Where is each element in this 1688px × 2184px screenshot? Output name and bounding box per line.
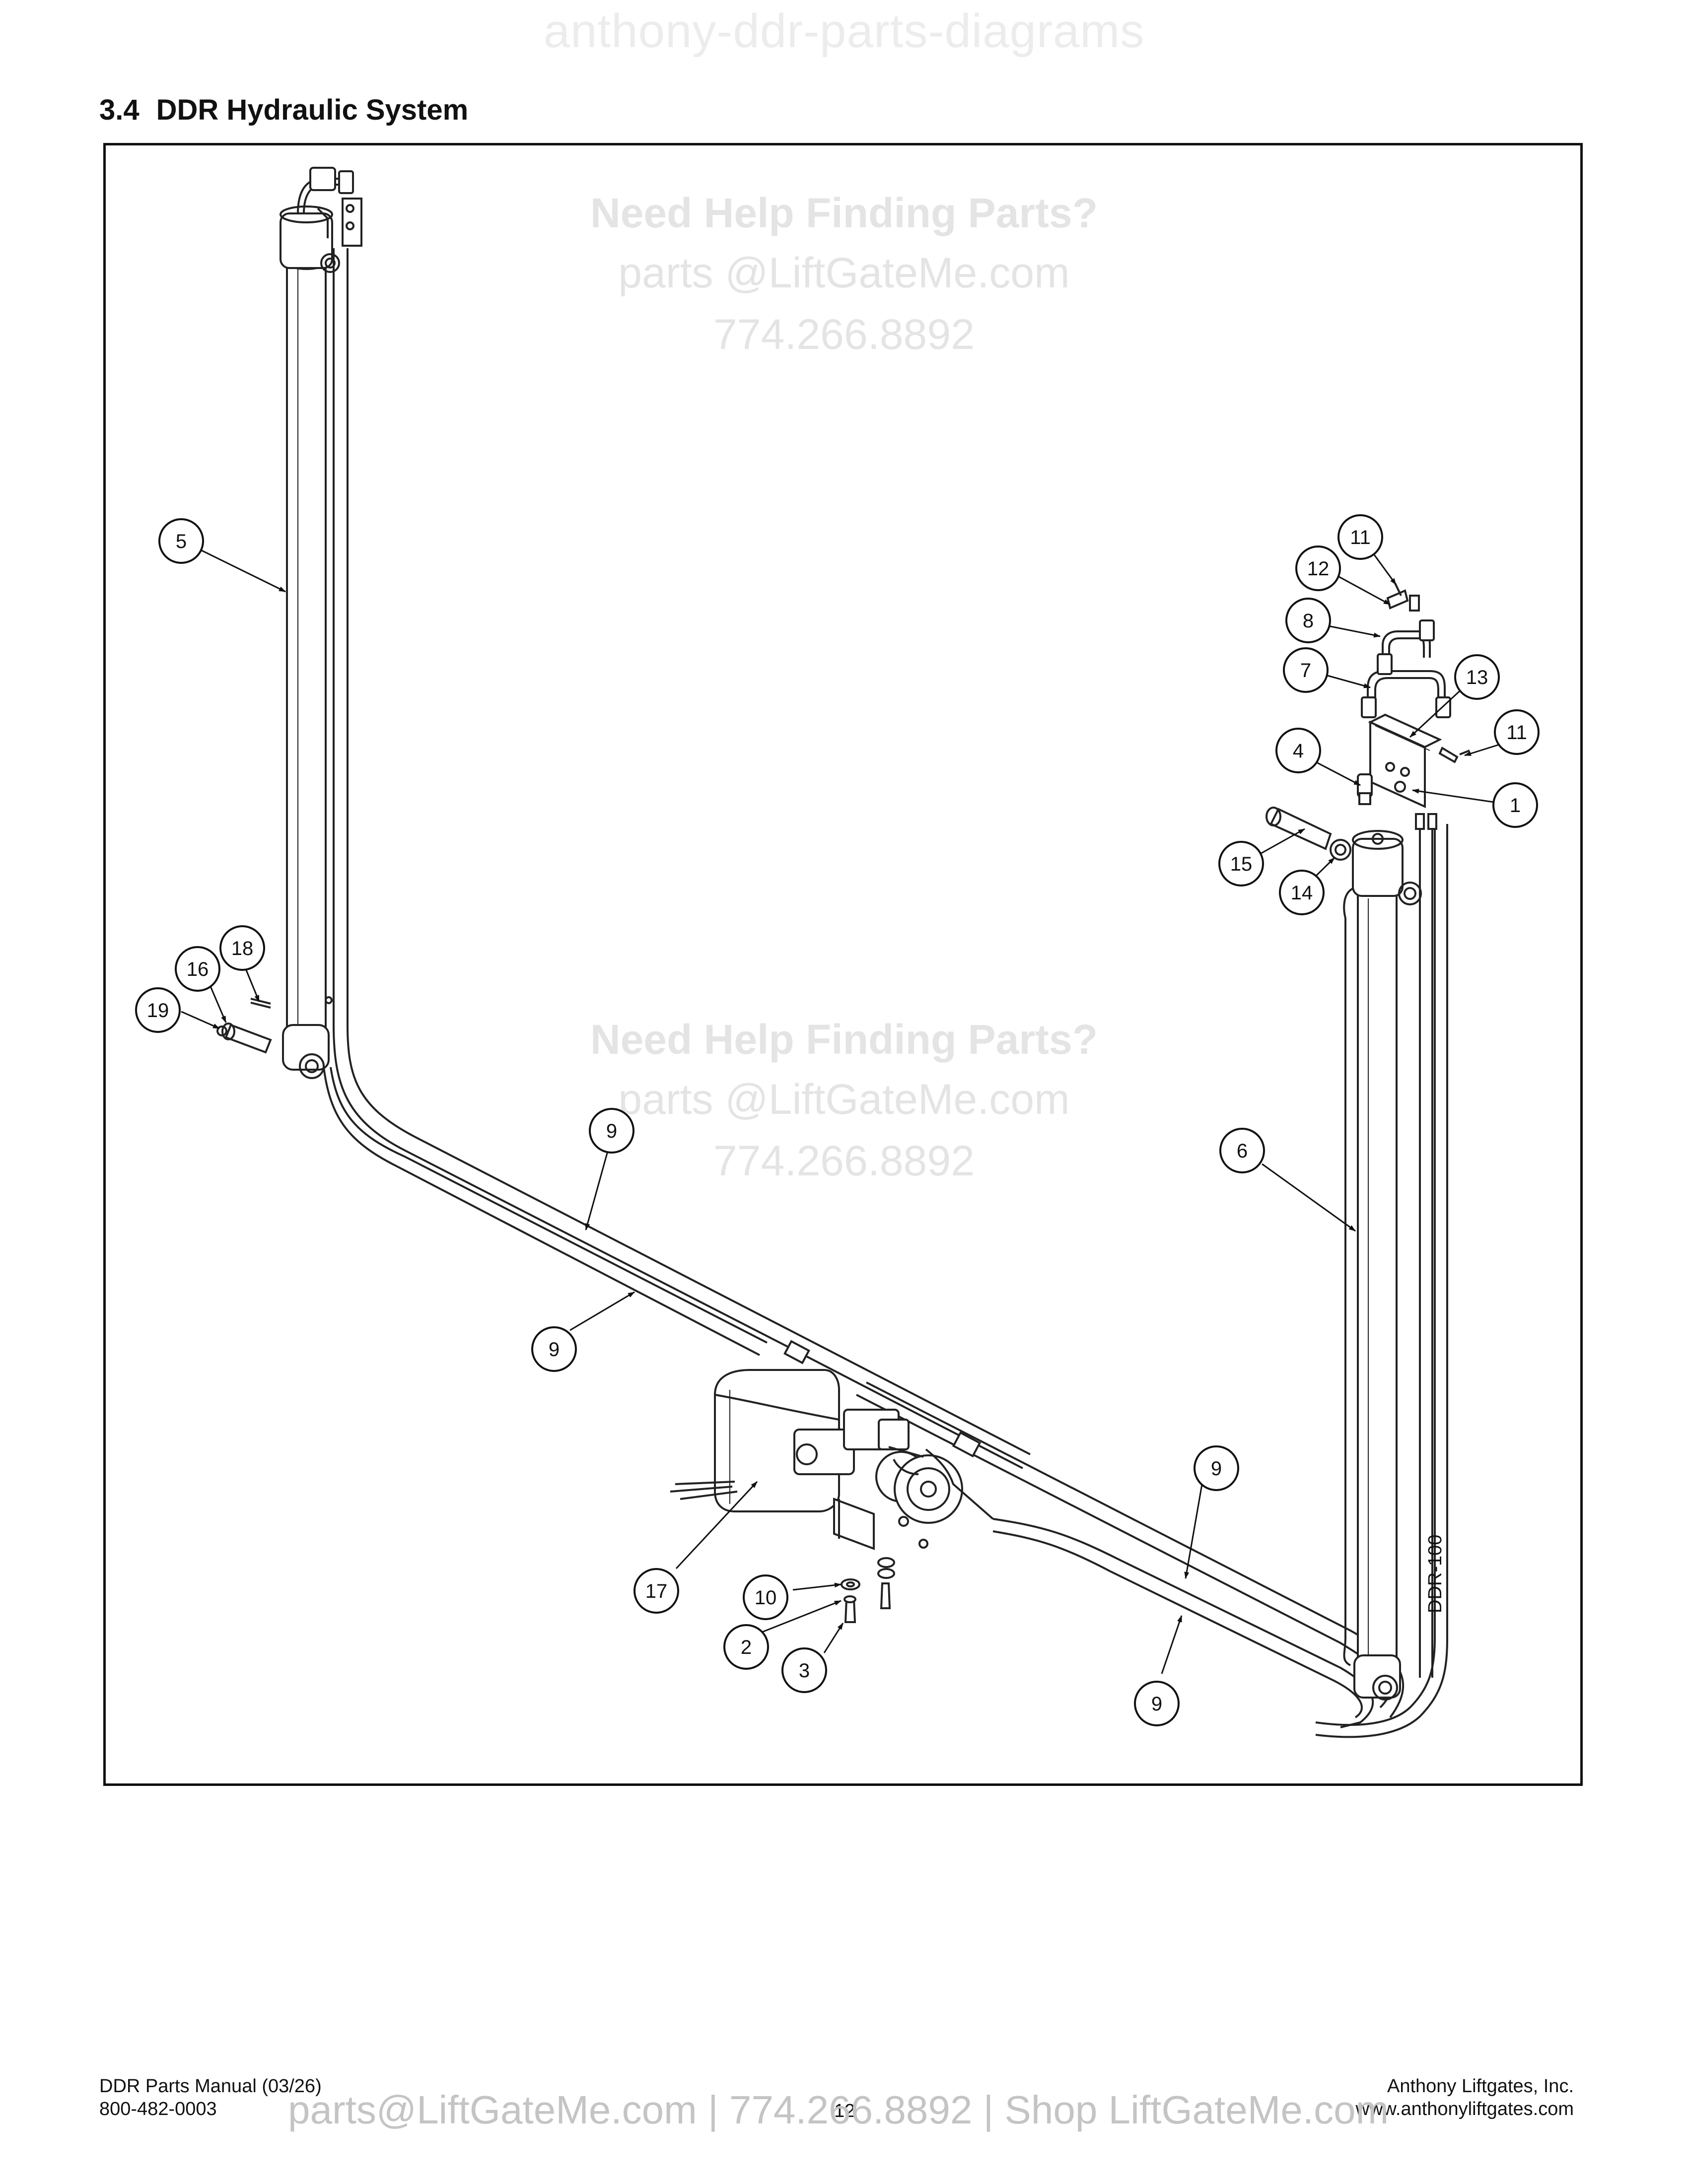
help-watermark-text: Need Help Finding Parts? [590, 190, 1098, 236]
section-title: DDR Hydraulic System [156, 94, 469, 126]
company-name: Anthony Liftgates, Inc. [1387, 2076, 1574, 2097]
help-watermark-text: Need Help Finding Parts? [590, 1016, 1098, 1063]
callout-9: 9 [531, 1326, 577, 1372]
diagram-frame [103, 143, 1583, 1786]
svg-text:9: 9 [549, 1339, 560, 1361]
help-watermark-upper: Need Help Finding Parts? parts @LiftGate… [546, 184, 1142, 365]
manual-title: DDR Parts Manual (03/26) [99, 2076, 322, 2097]
callout-9: 9 [589, 1108, 634, 1154]
hydraulic-power-unit [670, 1369, 994, 1550]
footer-right: Anthony Liftgates, Inc. www.anthonyliftg… [1356, 2075, 1574, 2120]
svg-text:18: 18 [231, 938, 254, 959]
callout-5: 5 [158, 518, 204, 564]
svg-text:5: 5 [176, 531, 187, 552]
footer-left: DDR Parts Manual (03/26) 800-482-0003 [99, 2075, 322, 2120]
svg-text:7: 7 [1300, 660, 1311, 682]
svg-text:11: 11 [1506, 722, 1527, 744]
callout-19: 19 [135, 987, 181, 1033]
callout-4: 4 [1275, 728, 1321, 773]
svg-text:13: 13 [1466, 667, 1488, 688]
svg-text:9: 9 [606, 1120, 617, 1142]
callout-9: 9 [1134, 1681, 1180, 1726]
callout-6: 6 [1219, 1128, 1265, 1173]
callout-18: 18 [219, 925, 265, 971]
callout-12: 12 [1295, 546, 1341, 591]
callout-10: 10 [743, 1574, 788, 1620]
svg-text:6: 6 [1237, 1140, 1248, 1162]
svg-text:16: 16 [187, 958, 209, 980]
drawing-code: DDR-100 [1425, 1534, 1446, 1613]
breather-assembly [1266, 807, 1351, 861]
callout-3: 3 [781, 1647, 827, 1693]
email-watermark-text: parts @LiftGateMe.com [618, 249, 1070, 297]
svg-text:19: 19 [147, 1000, 169, 1022]
svg-text:14: 14 [1291, 882, 1313, 904]
svg-text:17: 17 [645, 1580, 668, 1602]
callout-2: 2 [723, 1624, 769, 1670]
phone-watermark-text: 774.266.8892 [713, 1137, 975, 1185]
svg-text:4: 4 [1293, 740, 1304, 762]
help-watermark-lower: Need Help Finding Parts? parts @LiftGate… [546, 1010, 1142, 1192]
svg-text:1: 1 [1510, 795, 1521, 817]
company-website: www.anthonyliftgates.com [1355, 2099, 1574, 2119]
right-tubes [1415, 813, 1437, 1678]
svg-text:8: 8 [1303, 610, 1314, 632]
section-number: 3.4 [99, 94, 140, 126]
footer-watermark: parts@LiftGateMe.com | 774.266.8892 | Sh… [288, 2088, 1389, 2132]
callout-7: 7 [1283, 647, 1329, 693]
callout-1: 1 [1492, 782, 1538, 828]
svg-text:9: 9 [1151, 1693, 1162, 1715]
phone-watermark-text: 774.266.8892 [713, 311, 975, 358]
left-lift-cylinder [280, 205, 340, 1079]
callout-11: 11 [1494, 709, 1540, 755]
support-phone: 800-482-0003 [99, 2099, 217, 2119]
callout-14: 14 [1279, 870, 1325, 915]
callout-9: 9 [1194, 1445, 1239, 1491]
page-number: 12 [834, 2101, 855, 2121]
left-top-fittings [297, 167, 362, 247]
callout-16: 16 [175, 946, 220, 992]
manifold-assembly [1357, 583, 1470, 809]
svg-text:15: 15 [1230, 853, 1253, 875]
svg-text:9: 9 [1211, 1458, 1222, 1480]
top-watermark: anthony-ddr-parts-diagrams [543, 4, 1145, 58]
hydraulic-tubing [323, 248, 1448, 1738]
callout-leaders [181, 547, 1500, 1674]
callout-17: 17 [633, 1568, 679, 1614]
mounting-hardware [841, 1557, 895, 1623]
svg-text:11: 11 [1350, 527, 1371, 548]
callout-15: 15 [1218, 841, 1264, 887]
callout-13: 13 [1454, 654, 1500, 700]
right-lift-cylinder [1343, 830, 1422, 1701]
svg-text:12: 12 [1307, 558, 1330, 580]
section-heading: 3.4 DDR Hydraulic System [99, 93, 468, 127]
callout-11: 11 [1337, 514, 1383, 560]
callout-balloons: 5 11 12 8 7 13 11 4 1 15 14 18 16 19 9 6… [135, 514, 1540, 1726]
svg-text:10: 10 [755, 1587, 777, 1609]
pivot-pin-parts [216, 998, 272, 1054]
callout-8: 8 [1285, 598, 1331, 643]
svg-text:2: 2 [741, 1637, 752, 1658]
email-watermark-text: parts @LiftGateMe.com [618, 1076, 1070, 1123]
svg-text:3: 3 [799, 1660, 810, 1682]
